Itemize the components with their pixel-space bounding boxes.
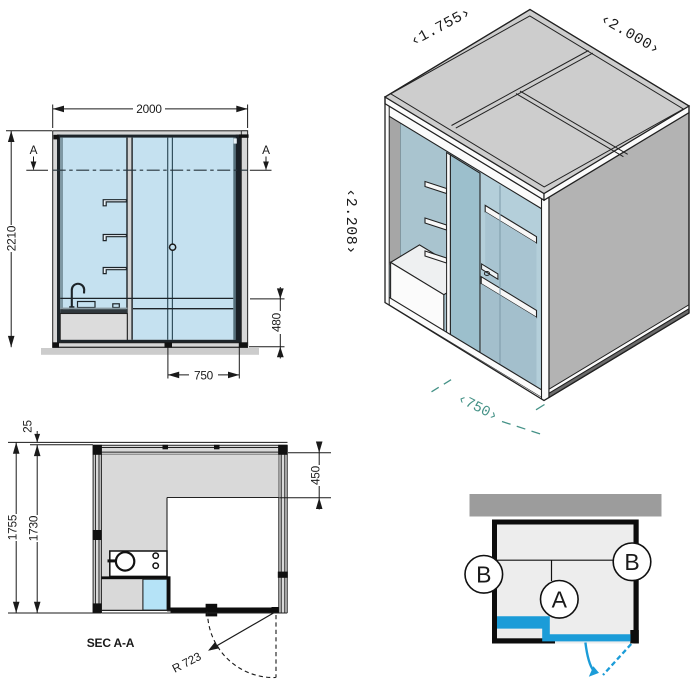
svg-text:A: A xyxy=(552,586,568,612)
svg-text:A: A xyxy=(262,143,270,157)
svg-text:B: B xyxy=(476,561,491,587)
svg-text:480: 480 xyxy=(270,312,284,332)
svg-text:2000: 2000 xyxy=(136,102,162,116)
svg-text:450: 450 xyxy=(309,465,323,485)
svg-text:SEC A-A: SEC A-A xyxy=(87,636,135,650)
svg-text:A: A xyxy=(30,143,38,157)
svg-text:750: 750 xyxy=(194,368,214,382)
svg-text:B: B xyxy=(624,549,639,575)
svg-text:2210: 2210 xyxy=(5,225,19,251)
svg-text:25: 25 xyxy=(21,420,35,433)
svg-text:1730: 1730 xyxy=(27,515,41,541)
svg-text:1755: 1755 xyxy=(6,514,20,540)
svg-text:‹2.208›: ‹2.208› xyxy=(342,188,359,255)
